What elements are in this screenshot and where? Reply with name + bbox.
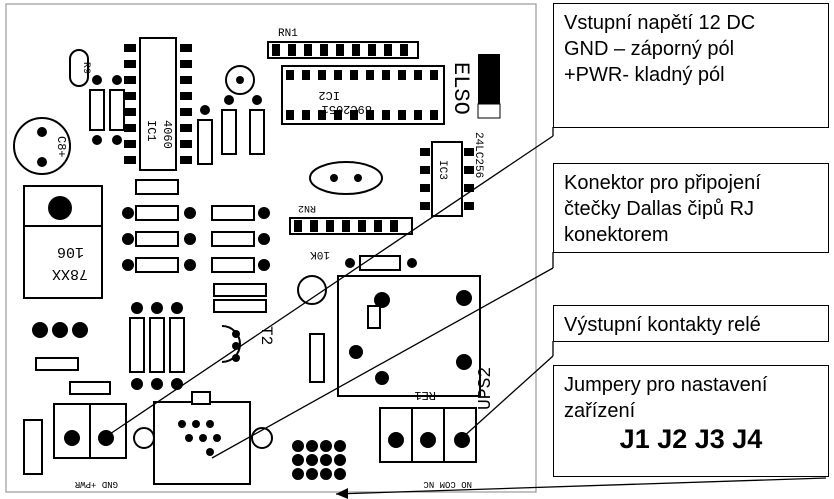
label-relay-pins: NO COM NC <box>423 479 472 489</box>
resistor-h2 <box>213 299 267 313</box>
resistor-relay <box>309 333 325 383</box>
callout-power: Vstupní napětí 12 DC GND – záporný pól +… <box>553 3 829 128</box>
leader-lines <box>103 127 827 495</box>
label-rn2: RN2 <box>298 202 316 213</box>
callout-jumpers-line1: Jumpery pro nastavení <box>564 374 768 396</box>
diode-pad-right <box>407 258 417 268</box>
label-r9: R9 <box>80 62 91 74</box>
callout-jumpers: Jumpery pro nastavení zařízení J1 J2 J3 … <box>553 365 829 477</box>
voltage-regulator: 106 78XX <box>23 185 103 338</box>
label-ic2-part: 89C2051 <box>322 102 372 116</box>
label-gnd-pwr: GND +PWR <box>74 479 118 489</box>
transistor-relay <box>297 275 327 305</box>
board-title: ELSO <box>448 62 473 115</box>
oscillator <box>309 161 383 195</box>
label-t2: T2 <box>257 326 275 345</box>
label-ic1-part: 4060 <box>160 120 174 149</box>
jumper-header <box>292 440 346 480</box>
leader-power <box>103 135 554 439</box>
callout-connector-line1: Konektor pro připojení <box>564 172 761 194</box>
label-ic3: IC3 <box>436 160 448 180</box>
oscillator-pad-right <box>354 174 362 182</box>
diode <box>359 255 401 271</box>
callout-power-line3: +PWR- kladný pól <box>564 64 725 86</box>
transistor-top-pad <box>236 76 244 84</box>
callout-relay: Výstupní kontakty relé <box>553 305 829 342</box>
label-reg-a: 106 <box>57 243 84 260</box>
diode-left-2 <box>69 381 111 395</box>
relay-re1: RE1 <box>337 275 481 402</box>
ic1-chip: IC1 4060 <box>124 37 192 171</box>
led-block <box>478 54 500 104</box>
label-c8: C8+ <box>54 136 68 158</box>
leader-relay <box>461 355 554 439</box>
callout-relay-line1: Výstupní kontakty relé <box>564 314 761 336</box>
ic3-chip: IC3 24LC256 <box>420 132 484 217</box>
resistors-lower-vertical <box>129 302 185 390</box>
callout-connector-line2: čtečky Dallas čipů RJ <box>564 198 755 220</box>
leader-jumpers-arrow <box>336 488 348 499</box>
relay-output-connector: NO COM NC UPS2 <box>379 367 496 489</box>
callout-connector-line3: konektorem <box>564 224 669 246</box>
leader-connector <box>211 267 554 459</box>
leader-jumpers <box>335 477 827 495</box>
diode-pad-left <box>345 258 355 268</box>
label-re1: RE1 <box>414 388 436 402</box>
label-ic2: IC2 <box>318 88 340 102</box>
oscillator-pad-left <box>330 174 338 182</box>
callout-connector: Konektor pro připojení čtečky Dallas čip… <box>553 163 829 253</box>
resistor-grid <box>122 179 270 273</box>
resistors-middle-vertical <box>197 95 265 165</box>
label-ic1: IC1 <box>144 120 158 142</box>
label-10k: 10K <box>310 248 330 260</box>
label-rn1: RN1 <box>278 28 298 40</box>
label-reg-b: 78XX <box>52 265 88 282</box>
rj-connector <box>133 391 273 485</box>
label-ups2: UPS2 <box>476 367 496 410</box>
label-ic3-part: 24LC256 <box>472 132 484 178</box>
diode-left <box>35 357 79 371</box>
ic2-chip: IC2 89C2051 <box>281 65 445 125</box>
rn2-network: RN2 10K <box>289 202 413 260</box>
led-label-box <box>477 103 501 119</box>
resistor-pair-left <box>89 75 125 145</box>
fuse <box>23 419 43 475</box>
rn1-network: RN1 <box>267 28 419 59</box>
callout-power-line2: GND – záporný pól <box>564 38 735 60</box>
callout-jumpers-line3: J1 J2 J3 J4 <box>619 424 763 454</box>
crystal <box>69 49 89 87</box>
callout-power-line1: Vstupní napětí 12 DC <box>564 12 756 34</box>
resistor-h1 <box>213 283 267 297</box>
callout-jumpers-line2: zařízení <box>564 400 636 422</box>
capacitor-c8: C8+ <box>13 117 71 175</box>
